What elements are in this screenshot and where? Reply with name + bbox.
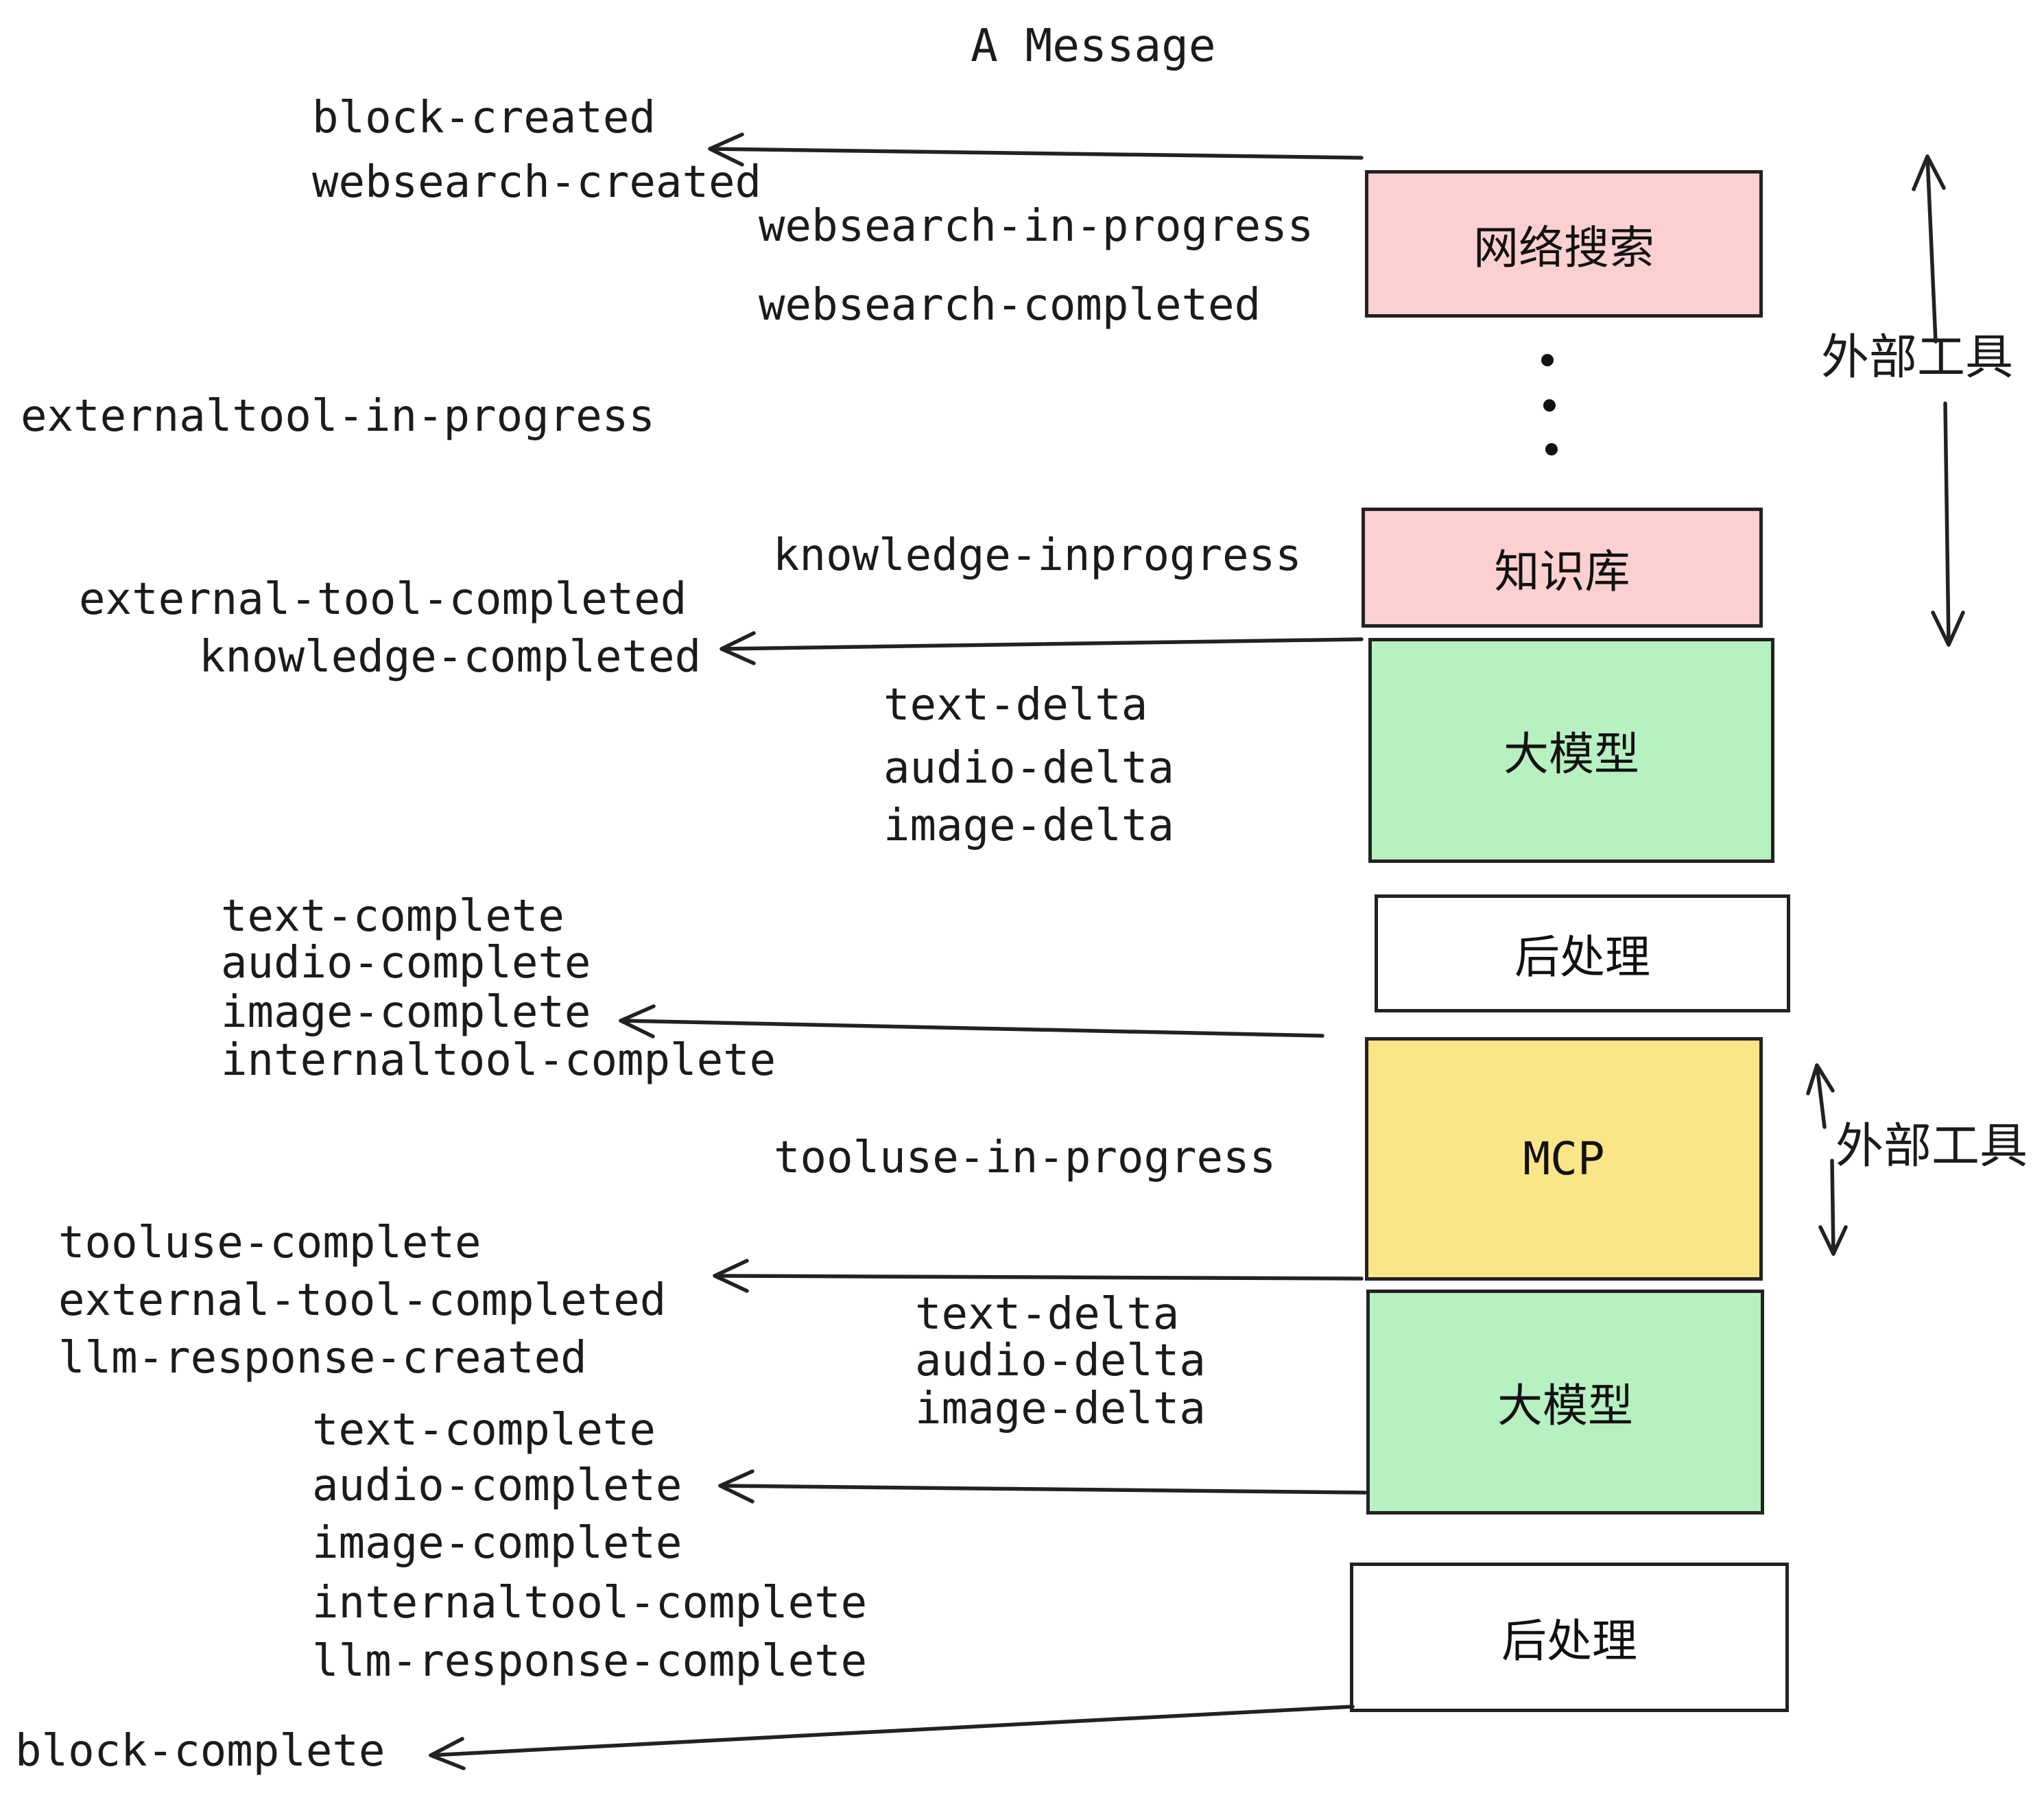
event-internaltool-complete-2: internaltool-complete — [312, 1578, 868, 1628]
external-tools-up-arrow-mid — [1806, 1063, 1835, 1129]
event-llm-response-complete: llm-response-complete — [312, 1636, 868, 1687]
event-tooluse-complete: tooluse-complete — [58, 1218, 482, 1268]
event-internaltool-complete-1: internaltool-complete — [221, 1035, 776, 1086]
arrow-to-tooluse-complete — [713, 1259, 1364, 1293]
arrow-to-image-complete — [619, 1004, 1324, 1039]
ellipsis-dots — [1541, 354, 1558, 455]
event-audio-delta-1: audio-delta — [883, 743, 1174, 794]
event-block-complete: block-complete — [15, 1726, 385, 1777]
event-block-created: block-created — [312, 93, 656, 143]
event-audio-delta-2: audio-delta — [915, 1336, 1206, 1386]
event-external-tool-completed: external-tool-completed — [79, 574, 687, 625]
external-tools-up-arrow-top — [1912, 154, 1946, 344]
llm-box-2: 大模型 — [1366, 1290, 1764, 1515]
event-knowledge-inprogress: knowledge-inprogress — [773, 530, 1302, 581]
external-tools-down-arrow-top — [1931, 401, 1965, 647]
arrow-to-websearch-created — [708, 132, 1364, 167]
mcp-box: MCP — [1365, 1037, 1763, 1281]
diagram-title: A Message — [971, 19, 1216, 72]
event-text-complete-1: text-complete — [221, 891, 565, 942]
arrow-to-audio-complete — [718, 1469, 1367, 1504]
event-websearch-completed: websearch-completed — [759, 280, 1261, 331]
postprocess-box-1: 后处理 — [1375, 894, 1790, 1012]
event-image-delta-2: image-delta — [915, 1384, 1206, 1434]
event-image-complete-2: image-complete — [312, 1518, 682, 1569]
arrow-to-knowledge-completed — [720, 631, 1364, 665]
event-websearch-in-progress: websearch-in-progress — [759, 201, 1314, 252]
event-text-complete-2: text-complete — [312, 1405, 656, 1456]
event-websearch-created: websearch-created — [312, 157, 762, 208]
event-tooluse-in-progress: tooluse-in-progress — [774, 1132, 1276, 1183]
event-externaltool-in-progress: externaltool-in-progress — [21, 391, 655, 442]
event-knowledge-completed: knowledge-completed — [199, 632, 702, 683]
event-llm-response-created: llm-response-created — [58, 1333, 587, 1384]
event-image-complete-1: image-complete — [221, 987, 591, 1038]
event-text-delta-2: text-delta — [915, 1289, 1180, 1340]
postprocess-box-2: 后处理 — [1350, 1563, 1789, 1712]
event-text-delta-1: text-delta — [883, 680, 1148, 731]
event-audio-complete-1: audio-complete — [221, 938, 591, 988]
external-tools-label-top: 外部工具 — [1821, 329, 2013, 385]
arrow-to-block-complete — [429, 1705, 1355, 1770]
external-tools-label-mid: 外部工具 — [1835, 1117, 2028, 1174]
llm-box-1: 大模型 — [1368, 638, 1774, 863]
websearch-box: 网络搜索 — [1365, 170, 1763, 318]
event-external-tool-completed-2: external-tool-completed — [58, 1275, 667, 1326]
knowledge-box: 知识库 — [1362, 508, 1763, 628]
event-audio-complete-2: audio-complete — [312, 1460, 682, 1511]
event-image-delta-1: image-delta — [883, 800, 1174, 851]
